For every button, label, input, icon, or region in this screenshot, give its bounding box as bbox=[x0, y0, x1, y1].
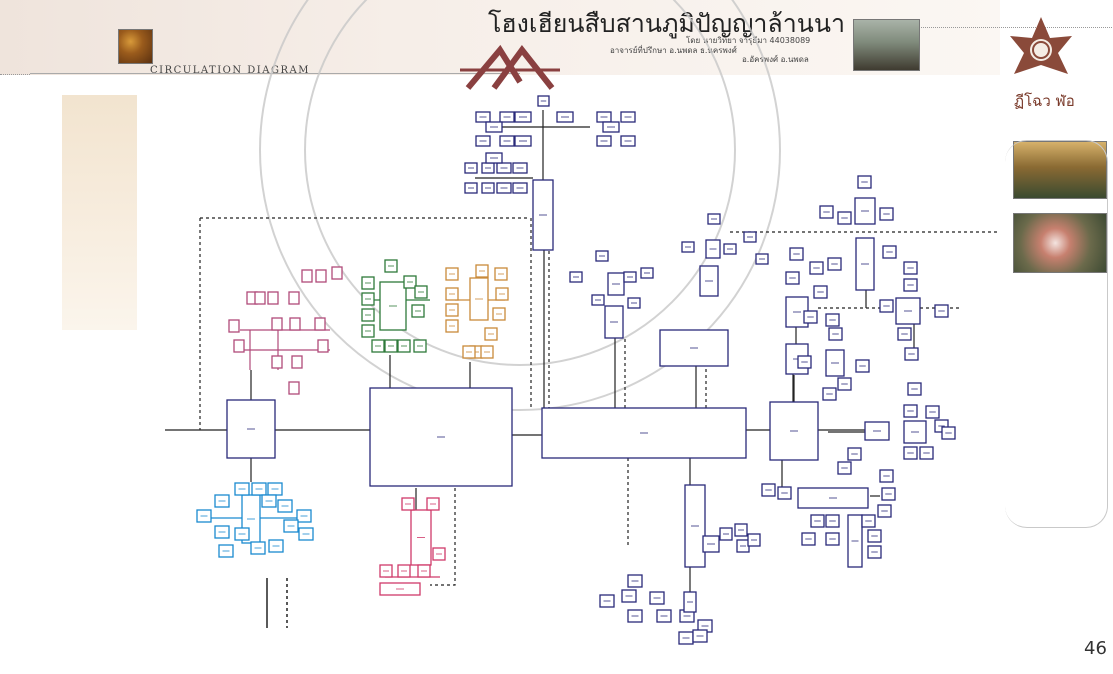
page-number: 46 bbox=[1084, 638, 1107, 659]
diagram-caption: CIRCULATION DIAGRAM bbox=[150, 65, 310, 76]
header-dotted-rule bbox=[0, 74, 30, 75]
header-band bbox=[0, 0, 1000, 75]
room-box bbox=[291, 355, 303, 369]
side-rail bbox=[1005, 140, 1108, 528]
advisor-line: อาจารย์ที่ปรึกษา อ.นพดล ธ.นครพงศ์ bbox=[610, 46, 737, 55]
author-line: โดย นายวิทยา จารุธีมา 44038089 bbox=[686, 36, 811, 45]
room-box bbox=[315, 269, 327, 283]
dashed-connector bbox=[430, 458, 456, 586]
header-thumbnail-image bbox=[118, 29, 153, 64]
logo-text: ฏีโฉว ฬ่อ bbox=[1014, 92, 1075, 110]
side-photo-image-2 bbox=[1013, 213, 1107, 273]
room-box bbox=[301, 269, 313, 283]
room-box bbox=[288, 381, 300, 395]
room-box bbox=[271, 355, 283, 369]
thai-roof-emblem-icon bbox=[460, 44, 560, 90]
room-box bbox=[233, 339, 245, 353]
room-box bbox=[267, 291, 279, 305]
header-photo-image bbox=[853, 19, 920, 71]
room-box bbox=[317, 339, 329, 353]
room-box bbox=[289, 317, 301, 331]
decorative-left-band bbox=[62, 95, 137, 330]
advisor-line-2: อ.อัครพงศ์ อ.นพดล bbox=[742, 55, 809, 64]
room-box bbox=[314, 317, 326, 331]
header-rule bbox=[30, 73, 520, 74]
legend bbox=[266, 578, 288, 628]
header-dotted-rule-right bbox=[917, 27, 1112, 28]
university-seal-watermark bbox=[259, 0, 781, 411]
room-box bbox=[331, 266, 343, 280]
room-box bbox=[288, 291, 300, 305]
connector-lines bbox=[165, 110, 1000, 600]
room-box bbox=[271, 317, 283, 331]
room-box bbox=[254, 291, 266, 305]
room-box bbox=[228, 319, 240, 333]
page-title: โฮงเฮียนสืบสานภูมิปัญญาล้านนา bbox=[488, 9, 845, 38]
lanna-star-logo-icon bbox=[1010, 17, 1072, 74]
room-boxes bbox=[196, 95, 956, 645]
